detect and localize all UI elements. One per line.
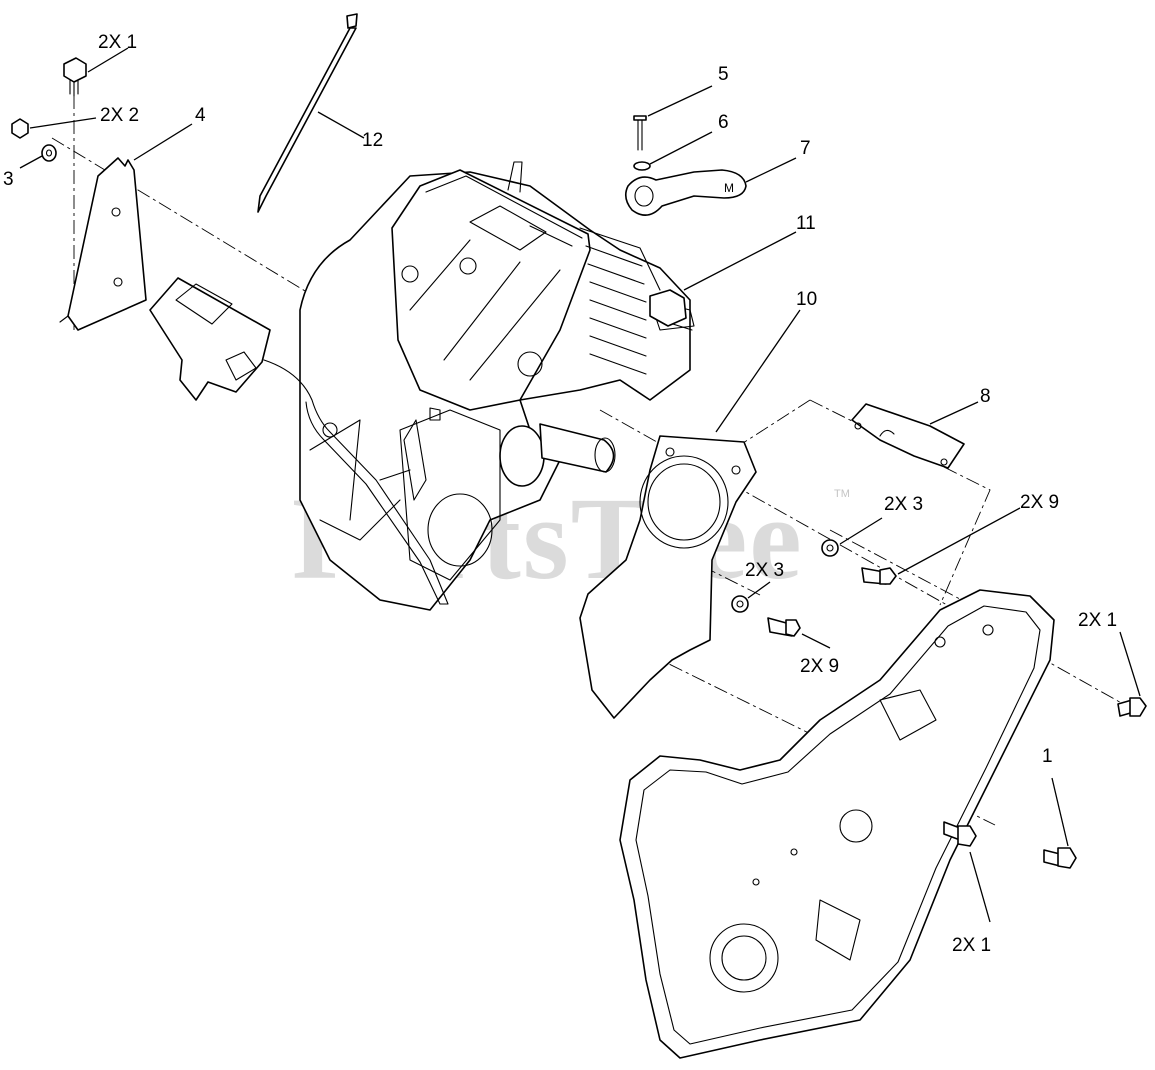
bracket-part-4 xyxy=(59,157,147,331)
bolt-part-1-right xyxy=(1117,697,1147,717)
cable-tie-part-12 xyxy=(257,13,358,213)
switch-connector xyxy=(149,277,449,605)
bolt-part-9-lower xyxy=(767,617,801,637)
bolt-part-9-upper xyxy=(861,567,897,585)
bracket-part-8 xyxy=(851,403,965,469)
callout-2x-3-upper: 2X 3 xyxy=(884,494,923,515)
bolt-part-1-top xyxy=(63,57,87,97)
washer-part-3-lower xyxy=(731,595,749,613)
screw-part-5 xyxy=(633,115,647,151)
governor-part-11 xyxy=(649,289,687,327)
bolt-part-1-bottom xyxy=(943,821,977,847)
callout-2x-1-top: 2X 1 xyxy=(98,32,137,53)
leader-lines xyxy=(19,47,1141,923)
watermark-trademark: TM xyxy=(834,488,850,500)
callout-2x-1-bottom: 2X 1 xyxy=(952,935,991,956)
cylinder-fins xyxy=(579,227,661,375)
callout-8: 8 xyxy=(980,386,991,407)
washer-part-3-upper xyxy=(821,539,839,557)
callout-7: 7 xyxy=(800,138,811,159)
callout-2x-9-upper: 2X 9 xyxy=(1020,492,1059,513)
washer-part-3 xyxy=(41,144,57,162)
callout-12: 12 xyxy=(362,130,383,151)
callout-10: 10 xyxy=(796,289,817,310)
callout-labels: 2X 1 2X 2 3 4 12 5 6 7 11 10 8 2X 3 2X 9… xyxy=(3,32,1117,956)
callout-6: 6 xyxy=(718,112,729,133)
engine-assembly xyxy=(299,161,695,611)
callout-5: 5 xyxy=(718,64,729,85)
callout-1: 1 xyxy=(1042,746,1053,767)
output-shaft xyxy=(499,423,616,487)
callout-4: 4 xyxy=(195,105,206,126)
nut-part-2 xyxy=(11,118,29,139)
callout-2x-2: 2X 2 xyxy=(100,105,139,126)
bolt-part-1-lower xyxy=(1043,847,1077,869)
callout-2x-3-lower: 2X 3 xyxy=(745,560,784,581)
chain-case-housing xyxy=(619,589,1055,1059)
callout-11: 11 xyxy=(796,213,816,234)
plate-part-10 xyxy=(579,435,757,719)
callout-3: 3 xyxy=(3,169,14,190)
callout-2x-9-lower: 2X 9 xyxy=(800,656,839,677)
washer-part-6 xyxy=(633,161,651,171)
svg-text:M: M xyxy=(724,181,734,195)
callout-2x-1-right: 2X 1 xyxy=(1078,610,1117,631)
lever-part-7: M xyxy=(624,169,747,216)
